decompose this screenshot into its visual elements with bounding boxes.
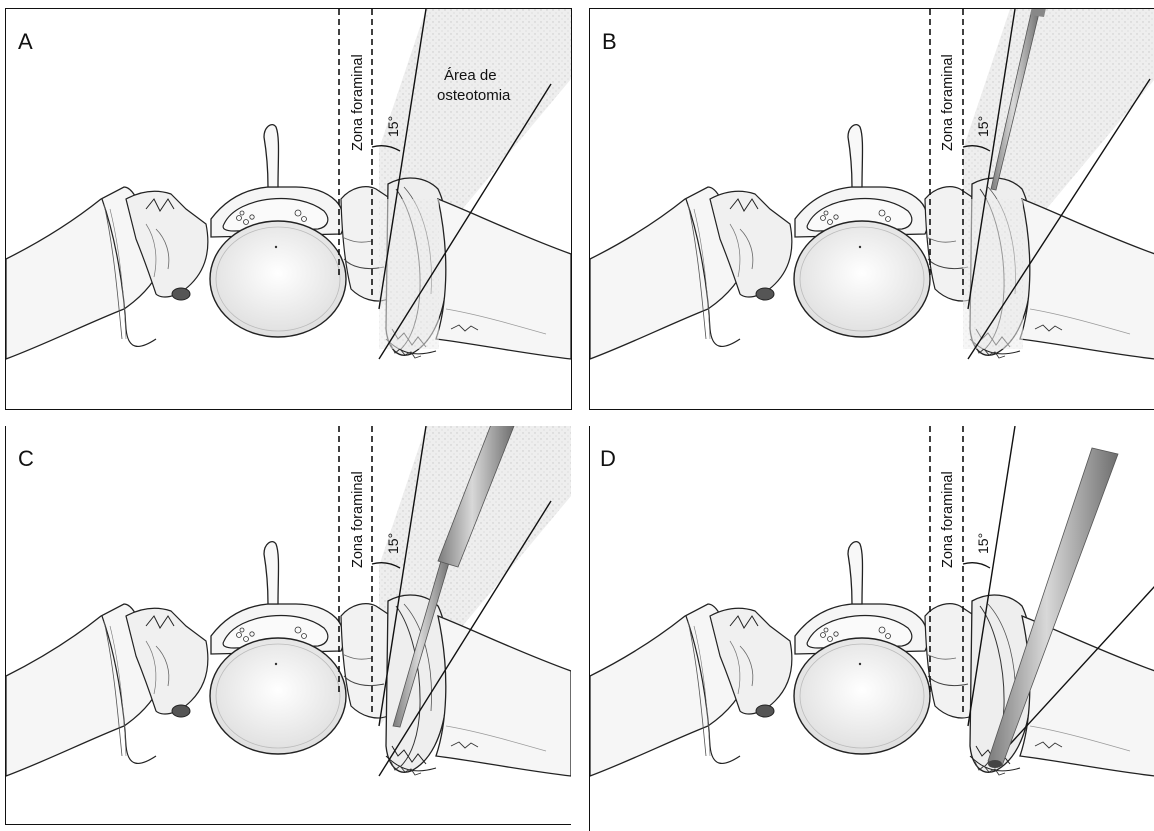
- panel-b-figure: B Zona foraminal 15°: [590, 9, 1154, 409]
- panel-d: D Zona foraminal 15°: [589, 426, 1154, 831]
- panel-c: C Zona foraminal 15°: [5, 426, 571, 825]
- zone-label: Zona foraminal: [350, 54, 366, 151]
- panel-d-figure: D Zona foraminal 15°: [590, 426, 1154, 831]
- area-label-line2: osteotomia: [437, 87, 511, 104]
- angle-label: 15°: [975, 116, 991, 137]
- panel-letter: A: [18, 29, 33, 54]
- panel-letter: B: [602, 29, 617, 54]
- zone-label: Zona foraminal: [940, 54, 956, 151]
- zone-label: Zona foraminal: [940, 471, 956, 568]
- panel-letter: D: [600, 446, 616, 471]
- area-label-line1: Área de: [444, 67, 497, 84]
- panel-c-figure: C Zona foraminal 15°: [6, 426, 571, 824]
- panel-letter: C: [18, 446, 34, 471]
- angle-label: 15°: [975, 533, 991, 554]
- panel-a-figure: A Zona foraminal 15° Área de osteotomia: [6, 9, 571, 409]
- zone-label: Zona foraminal: [350, 471, 366, 568]
- angle-label: 15°: [385, 533, 401, 554]
- panel-b: B Zona foraminal 15°: [589, 8, 1154, 410]
- panel-a: A Zona foraminal 15° Área de osteotomia: [5, 8, 572, 410]
- angle-label: 15°: [385, 116, 401, 137]
